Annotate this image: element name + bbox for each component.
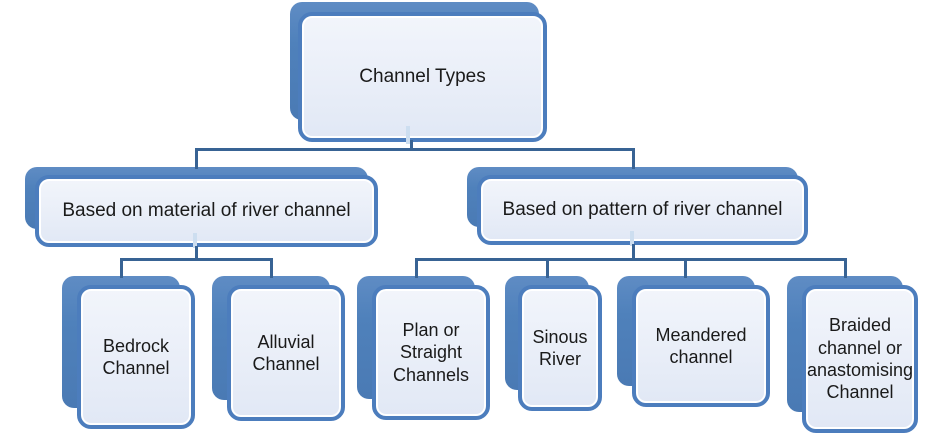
connector-braided-drop [844,258,847,278]
node-label: Meandered channel [655,324,747,367]
node-card: Meandered channel [632,285,770,407]
node-label: Channel Types [359,66,486,88]
connector-sinous-drop [546,258,549,278]
node-label: Sinous River [532,326,588,369]
node-card: Sinous River [518,285,602,411]
connector-alluvial-drop [270,258,273,278]
node-label: Alluvial Channel [252,331,320,374]
connector-pattern-light-stub [630,231,634,246]
connector-material-stub [195,246,198,260]
node-card: Based on material of river channel [35,175,378,247]
connector-meandered-drop [684,258,687,278]
node-label: Bedrock Channel [102,335,170,378]
node-card: Channel Types [298,12,547,142]
node-card: Braided channel or anastomising Channel [802,285,918,433]
connector-root-light-stub [406,126,410,144]
connector-material-light-stub [193,233,197,248]
connector-row1-horizontal [195,148,635,151]
connector-material-horizontal [120,258,273,261]
connector-pattern-horizontal [415,258,847,261]
connector-row1-right-drop [632,148,635,169]
node-card: Based on pattern of river channel [477,175,808,245]
connector-bedrock-drop [120,258,123,278]
node-label: Based on material of river channel [62,200,351,222]
connector-root-stub [410,140,413,150]
node-card: Bedrock Channel [77,285,195,429]
node-label: Braided channel or anastomising Channel [806,315,914,403]
node-label: Plan or Straight Channels [392,320,470,385]
node-label: Based on pattern of river channel [502,199,783,221]
node-card: Alluvial Channel [227,285,345,421]
node-card: Plan or Straight Channels [372,285,490,420]
connector-plan-drop [415,258,418,278]
connector-pattern-stub [632,244,635,260]
connector-row1-left-drop [195,148,198,169]
